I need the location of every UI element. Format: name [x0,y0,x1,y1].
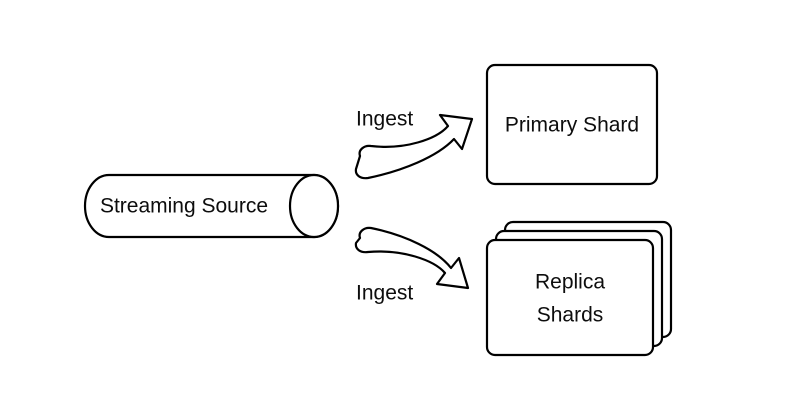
cylinder-cap-ellipse [288,173,340,239]
replica-shard-card-front [485,238,655,357]
edge-label-ingest-replica: Ingest [356,282,413,305]
ingest-replica-arrow-icon [354,226,470,290]
ingest-primary-arrow-icon [354,113,474,180]
node-replica-shards[interactable]: Replica Shards [485,220,673,357]
node-label-replica-shards-line1: Replica [535,271,605,294]
edge-ingest-primary[interactable]: Ingest [354,108,474,180]
node-label-replica-shards-line2: Shards [537,304,604,327]
node-label-streaming-source: Streaming Source [100,195,268,218]
node-streaming-source[interactable]: Streaming Source [83,173,340,239]
node-primary-shard[interactable]: Primary Shard [485,63,659,186]
primary-shard-rect [485,63,659,186]
edge-label-ingest-primary: Ingest [356,108,413,131]
node-label-primary-shard: Primary Shard [505,114,639,137]
edge-ingest-replica[interactable]: Ingest [354,226,470,305]
